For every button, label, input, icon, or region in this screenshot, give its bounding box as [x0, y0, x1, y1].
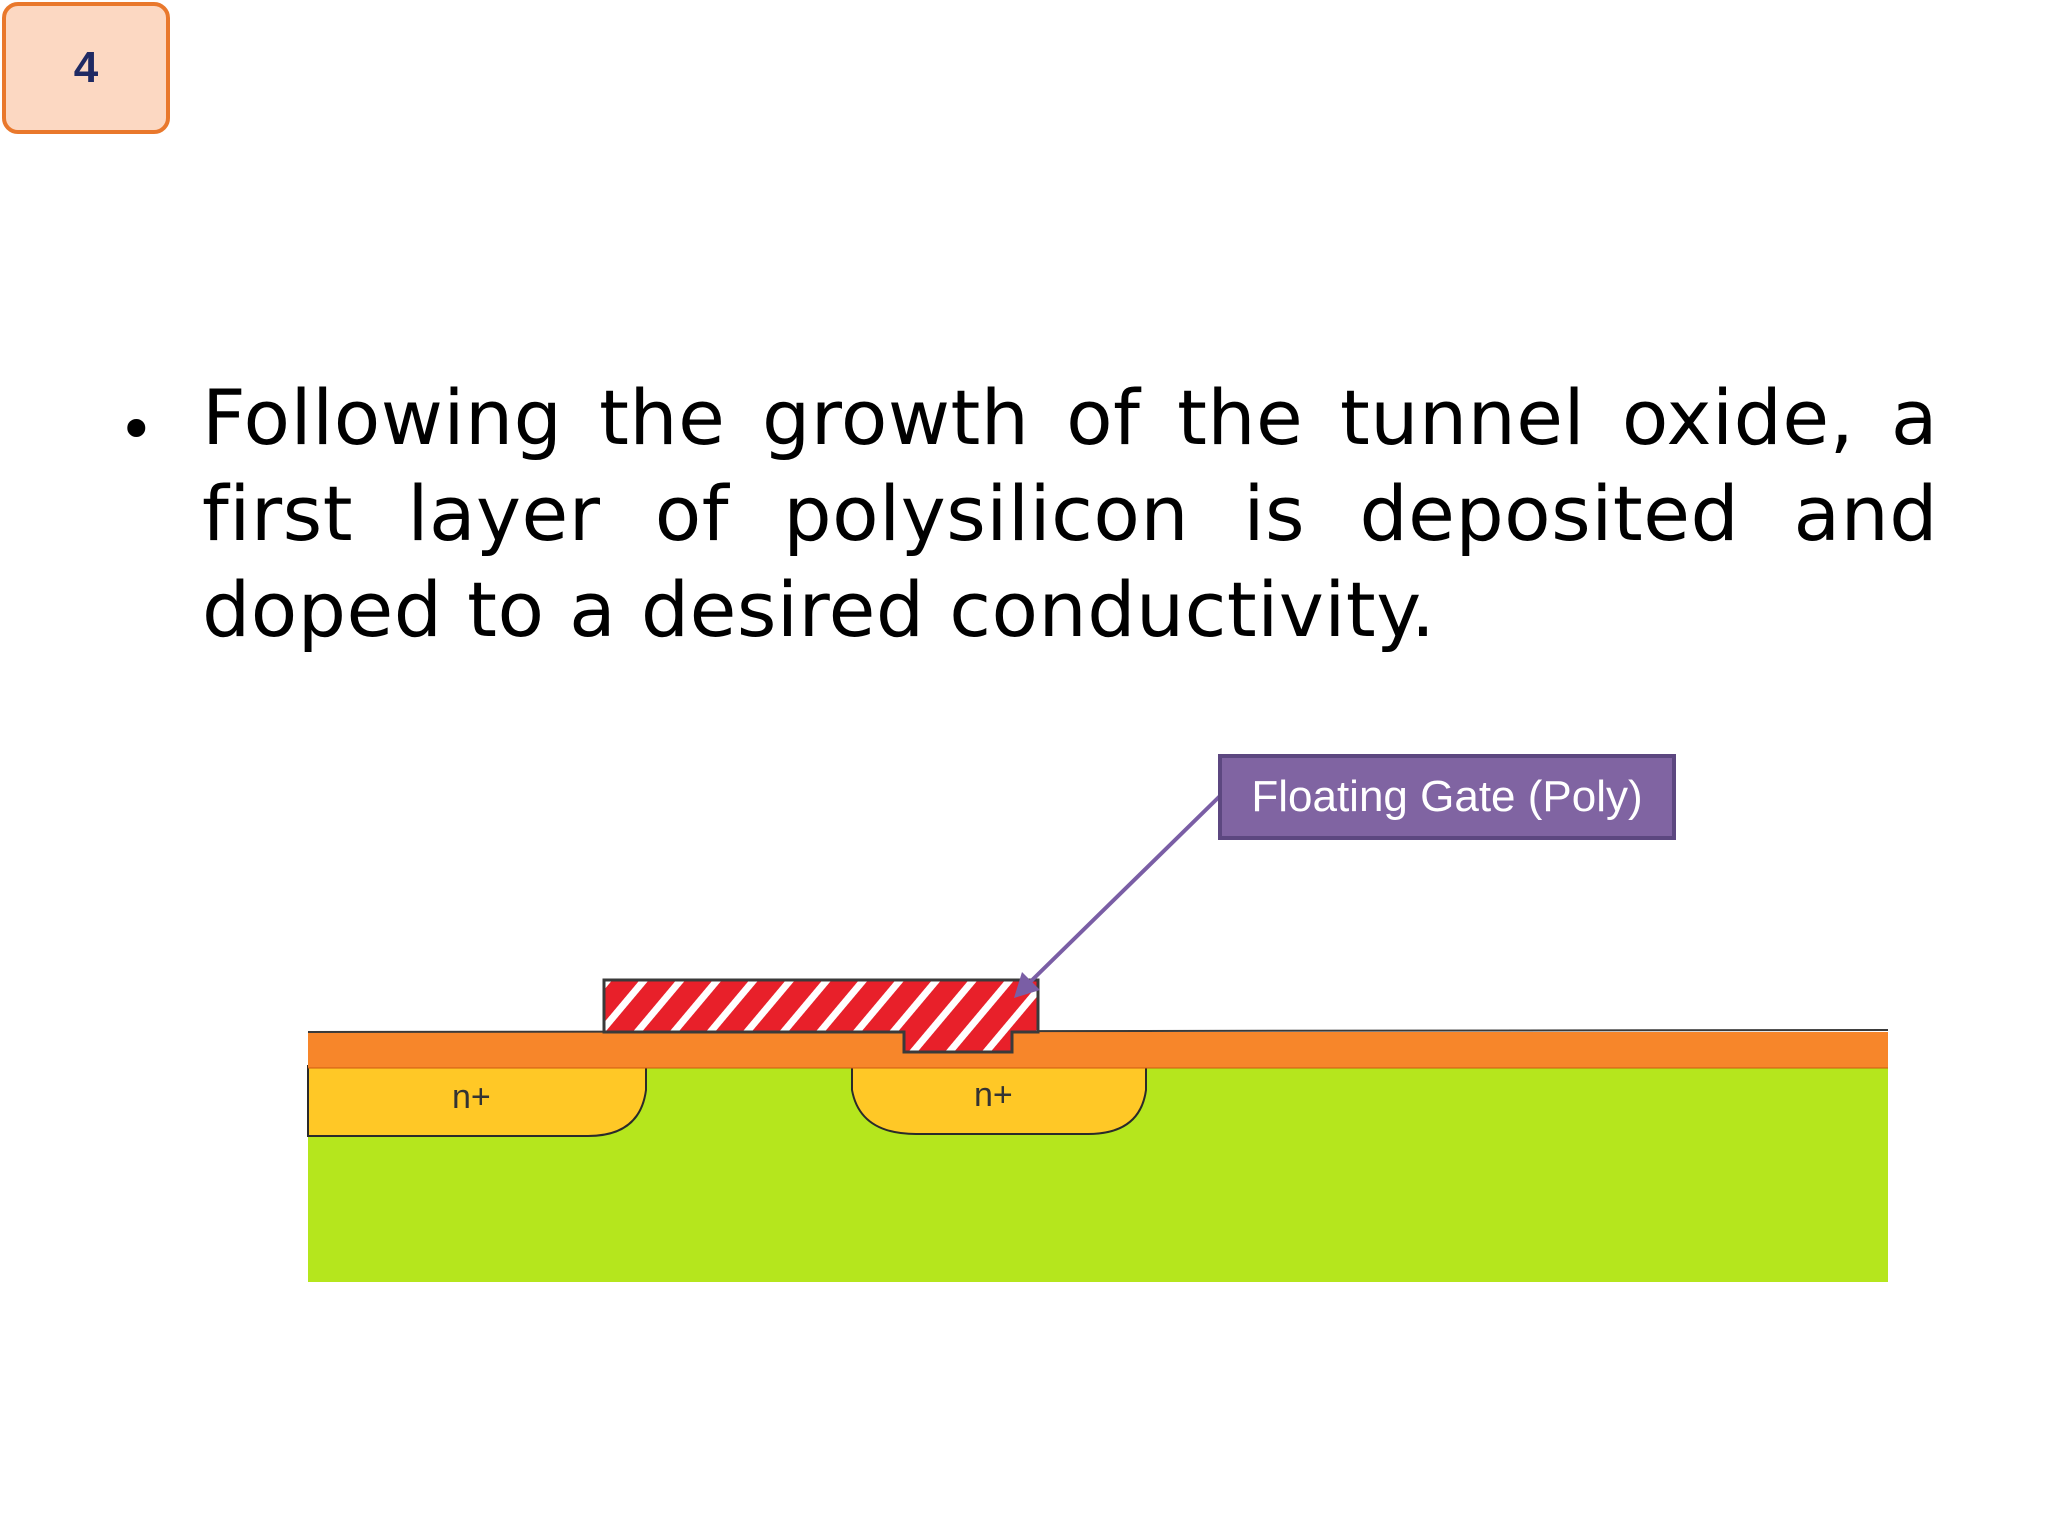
oxide-layer	[308, 1032, 1888, 1068]
bullet-icon: •	[118, 393, 155, 466]
slide-number: 4	[73, 43, 99, 92]
floating-gate-poly	[602, 978, 1040, 1054]
left-n-plus-region	[307, 1065, 647, 1137]
bullet-point: • Following the growth of the tunnel oxi…	[118, 370, 1938, 670]
floating-gate-callout: Floating Gate (Poly)	[1218, 754, 1676, 840]
bullet-text: Following the growth of the tunnel oxide…	[202, 373, 1938, 654]
callout-arrowhead	[1014, 972, 1040, 998]
callout-arrow	[1022, 792, 1224, 990]
right-n-plus-region	[851, 1065, 1147, 1135]
left-n-plus-label: n+	[452, 1078, 491, 1116]
callout-label: Floating Gate (Poly)	[1251, 772, 1643, 821]
right-n-plus-label: n+	[974, 1076, 1013, 1114]
slide-number-badge: 4	[2, 2, 170, 134]
